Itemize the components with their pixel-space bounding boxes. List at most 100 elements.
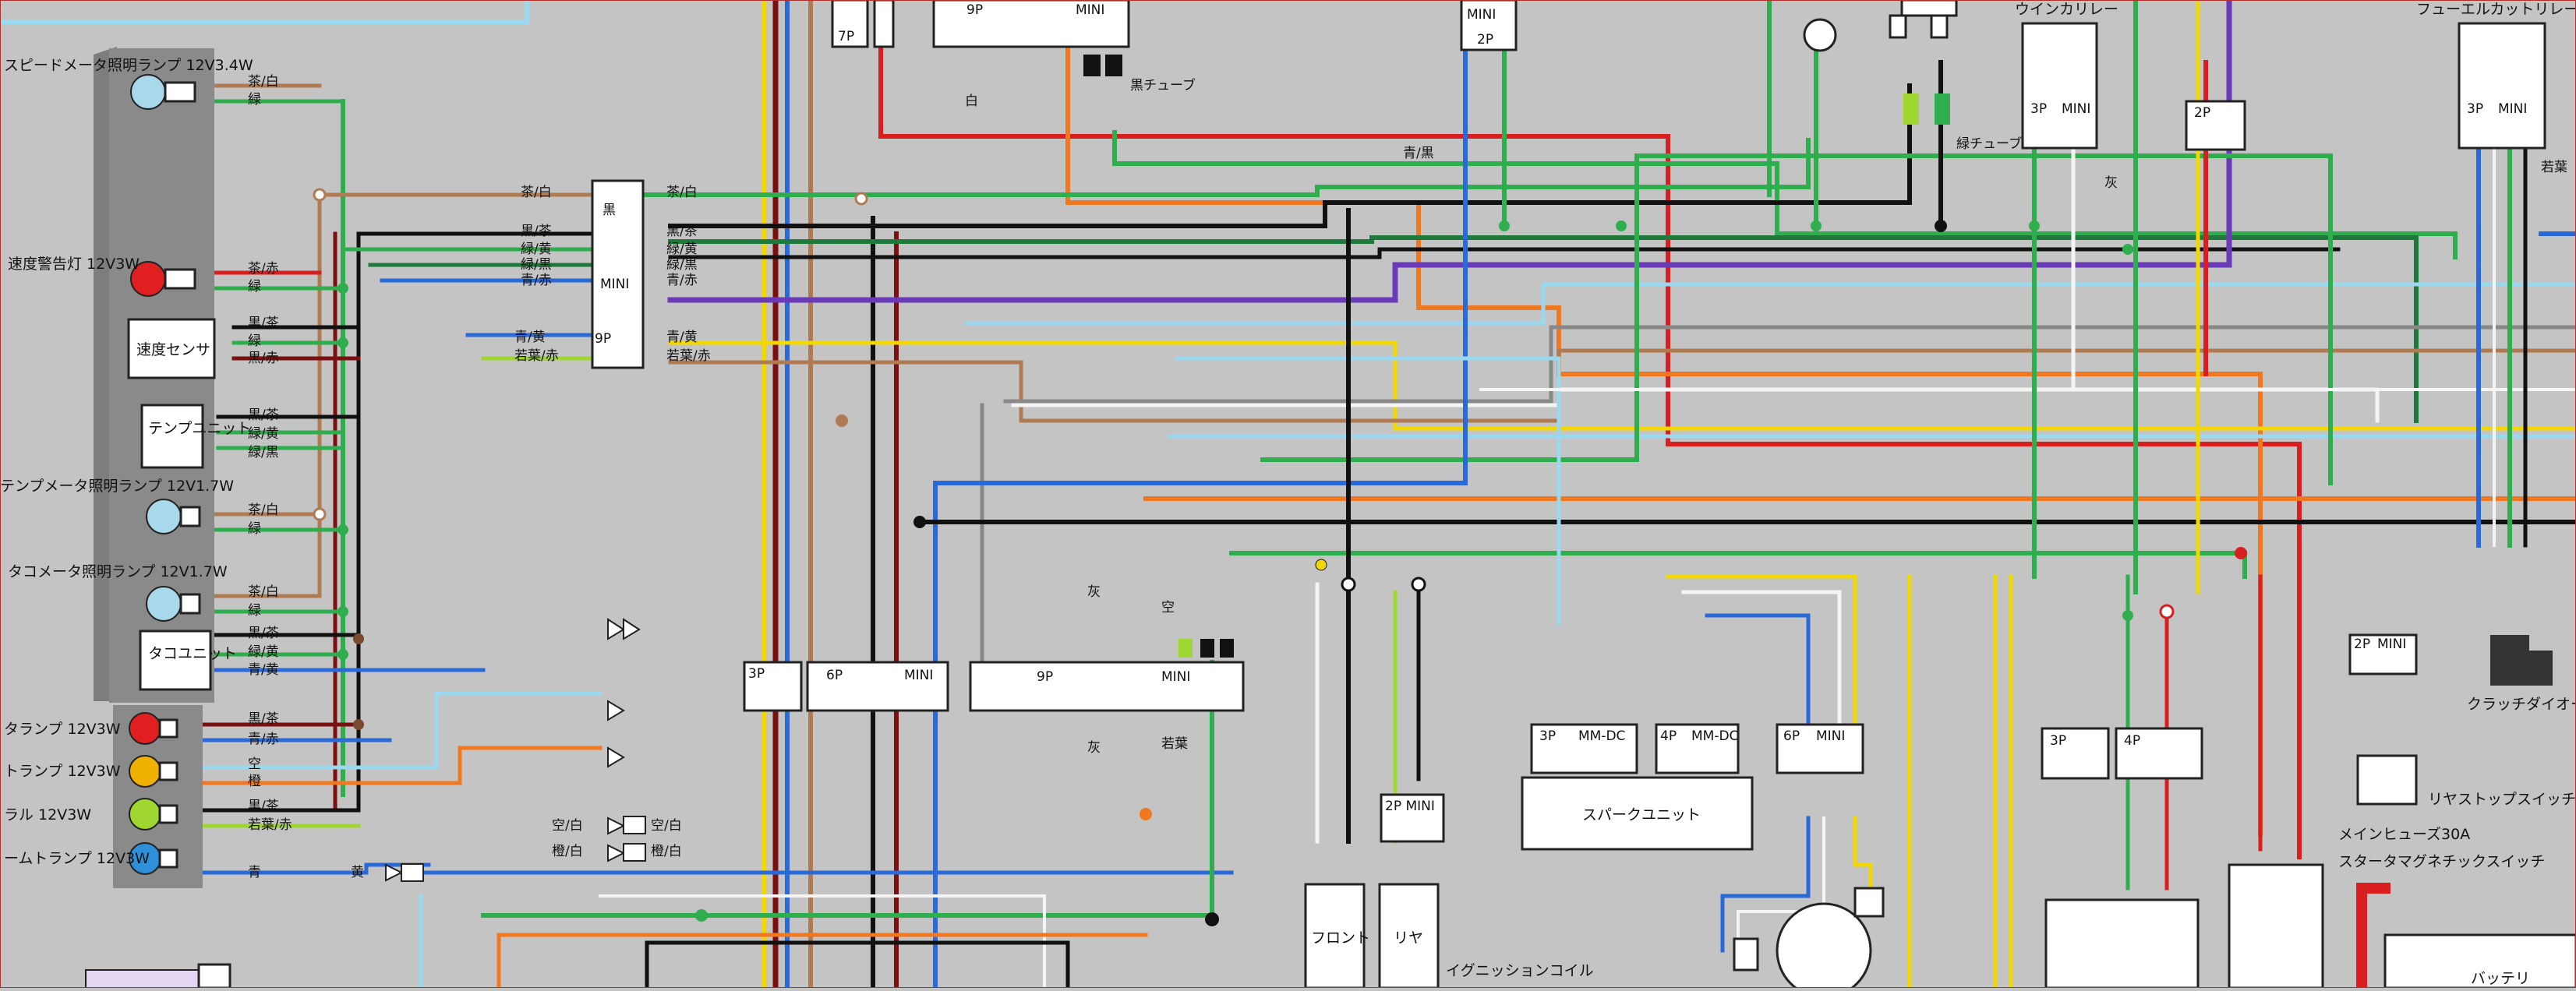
wire-lamp-sky	[169, 691, 602, 770]
junction	[337, 649, 348, 660]
wire-label: 白	[965, 93, 978, 109]
junction	[1811, 220, 1822, 231]
c9p-top-type: MINI	[1076, 2, 1104, 18]
lamp-socket	[158, 804, 178, 824]
wire-green-h2	[637, 138, 1811, 197]
main-fuse-label: メインヒューズ30A	[2338, 826, 2470, 843]
junction	[1935, 220, 1947, 232]
junction	[353, 633, 364, 644]
c6p-spark-pins: 6P	[1783, 728, 1800, 744]
wire-label: 空	[248, 756, 261, 772]
c6p-mid-type: MINI	[904, 668, 933, 683]
winker-relay-label: ウインカリレー	[2015, 1, 2118, 18]
wire-white-h1	[1011, 387, 2380, 423]
connector-mini-top	[873, 0, 895, 48]
wire-label: 橙/白	[552, 844, 583, 859]
c4p-spark-type: MM-DC	[1691, 728, 1738, 744]
wire-label: 青	[248, 865, 261, 880]
wire-label: 茶/白	[521, 185, 552, 200]
wire-black-bottom	[645, 940, 1070, 990]
wire-label: 緑	[248, 279, 261, 294]
wire-label: 青/黄	[248, 662, 279, 678]
tube-ygrn-top	[1903, 93, 1919, 125]
wire-label: 灰	[2104, 175, 2118, 191]
junction	[1616, 220, 1627, 231]
wire-label: 黒/茶	[666, 224, 698, 239]
junction	[836, 414, 848, 427]
junction	[1499, 220, 1510, 231]
wire-label: 若葉	[2541, 160, 2567, 175]
junction	[337, 606, 348, 617]
wire-label: 若葉	[1161, 736, 1188, 752]
plug-triangle	[607, 618, 625, 640]
wire-label: 茶/白	[248, 503, 279, 518]
green-tube-label: 緑チューブ	[1956, 136, 2022, 152]
wire-label: 茶/白	[248, 584, 279, 600]
junction	[2235, 547, 2247, 559]
wire-orange-bottom	[496, 933, 1148, 990]
pickup-gear	[1776, 902, 1872, 991]
wire-green-h3	[1229, 551, 2247, 579]
c3p-winker-pins: 3P	[2030, 101, 2047, 117]
wire-label: 橙/白	[651, 844, 682, 859]
wire-label: 緑	[248, 333, 261, 349]
wire-spark-yel	[1666, 574, 1857, 735]
c9p-left-color: 黒	[602, 203, 616, 218]
junction	[913, 516, 926, 528]
connector-3p-mid	[743, 661, 803, 712]
lamp-socket	[158, 848, 178, 869]
c3p-mid-pins: 3P	[748, 666, 765, 682]
connector-2p-clutch	[2348, 633, 2418, 675]
c9p-left-pins: 9P	[595, 331, 611, 347]
wire-spark-white	[1681, 590, 1842, 735]
battery-box	[2383, 933, 2576, 989]
connector-2p-right	[2185, 100, 2246, 151]
c2p-top-type: MINI	[1467, 7, 1496, 23]
wire-label: 黒/茶	[248, 711, 279, 727]
c6p-spark-type: MINI	[1816, 728, 1845, 744]
tube-black-2	[1105, 55, 1122, 76]
junction	[313, 188, 327, 202]
wire-label: 緑	[248, 521, 261, 537]
junction	[2029, 220, 2040, 231]
wire-label: 若葉/赤	[514, 348, 559, 364]
top-connector-relay	[1900, 0, 1958, 17]
wire-label: 青/赤	[666, 273, 698, 288]
connector-6p-spark	[1776, 723, 1864, 774]
wire-lamp-blue	[169, 862, 431, 875]
connector-6p-mid	[806, 661, 949, 712]
junction-dots-other	[313, 188, 2247, 926]
wire-lightblue-h1	[964, 282, 2576, 326]
ignition-coil-label: イグニッションコイル	[1446, 962, 1594, 979]
c9p-top-pins: 9P	[966, 2, 983, 18]
c3p-spark-type: MM-DC	[1578, 728, 1625, 744]
speedo-lamp-label: スピードメータ照明ランプ 12V3.4W	[4, 57, 253, 74]
junction	[353, 719, 364, 730]
plug-triangle	[385, 863, 404, 882]
wire-label: 黒/茶	[248, 626, 279, 641]
wire-black-h1	[668, 83, 1912, 228]
junction	[1205, 912, 1219, 926]
wire-green-h1	[1112, 130, 2458, 259]
instrument-panel	[94, 47, 216, 888]
temp-lamp-label: テンプメータ照明ランプ 12V1.7W	[0, 478, 234, 495]
junction	[1341, 577, 1356, 592]
temp-unit-box	[140, 404, 204, 469]
tacho-lamp-label: タコメータ照明ランプ 12V1.7W	[8, 563, 228, 580]
wire-label: 灰	[1087, 740, 1101, 756]
tacho-unit-box	[139, 630, 212, 691]
connector-9p-mid	[969, 661, 1245, 712]
speed-sensor-label: 速度センサ	[136, 341, 210, 358]
junction	[1140, 808, 1152, 820]
wire-label: 緑	[248, 92, 261, 108]
junction	[313, 507, 327, 521]
wire-white-h-bottom	[599, 894, 1046, 989]
plug-connectors	[385, 618, 646, 882]
junction	[2122, 610, 2133, 621]
winker-socket	[1889, 14, 1907, 39]
fuel-cut-relay-label: フューエルカットリレー	[2416, 1, 2576, 18]
speed-sensor-box	[127, 318, 216, 379]
junction-dots	[337, 220, 2133, 922]
wire-label: 空/白	[651, 818, 682, 834]
